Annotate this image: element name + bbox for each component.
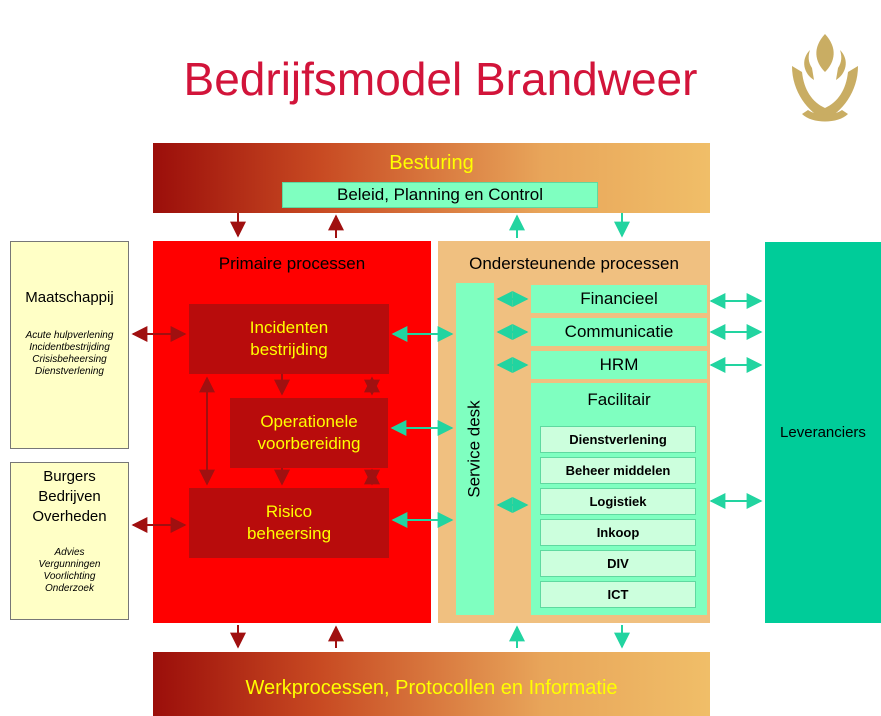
facilitair-item-beheer-middelen: Beheer middelen xyxy=(540,457,696,484)
overheden-name: Overheden xyxy=(32,508,107,525)
hrm-box: HRM xyxy=(531,351,707,379)
risico-line2: beheersing xyxy=(246,524,332,543)
risico-beheersing-box: Risico beheersing xyxy=(189,488,389,558)
werkprocessen-label: Werkprocessen, Protocollen en Informatie xyxy=(245,677,618,699)
facilitair-item-div: DIV xyxy=(540,550,696,577)
operationele-line2: voorbereiding xyxy=(257,434,361,453)
incidenten-line1: Incidenten xyxy=(249,318,329,337)
burgers-item: Voorlichting xyxy=(43,571,96,582)
beleid-planning-control: Beleid, Planning en Control xyxy=(282,182,598,208)
burgers-item: Onderzoek xyxy=(45,583,94,594)
incidenten-line2: bestrijding xyxy=(250,340,328,359)
burgers-box: Burgers Bedrijven Overheden Advies Vergu… xyxy=(10,462,129,620)
bedrijven-name: Bedrijven xyxy=(38,488,101,505)
page-title: Bedrijfsmodel Brandweer xyxy=(183,53,698,105)
service-desk-box xyxy=(456,283,494,615)
facilitair-item-ict: ICT xyxy=(540,581,696,608)
leveranciers-label: Leveranciers xyxy=(780,424,866,441)
facilitair-item-dienstverlening: Dienstverlening xyxy=(540,426,696,453)
besturing-title: Besturing xyxy=(389,152,474,174)
burgers-item: Advies xyxy=(54,547,85,558)
maatschappij-item: Incidentbestrijding xyxy=(29,342,110,353)
operationele-line1: Operationele xyxy=(260,412,358,431)
risico-line1: Risico xyxy=(265,502,313,521)
burgers-name: Burgers xyxy=(43,468,96,485)
facilitair-item-inkoop: Inkoop xyxy=(540,519,696,546)
burgers-item: Vergunningen xyxy=(38,559,101,570)
primaire-processen-title: Primaire processen xyxy=(218,254,366,273)
leveranciers-box: Leveranciers xyxy=(765,242,881,623)
facilitair-item-logistiek: Logistiek xyxy=(540,488,696,515)
maatschappij-item: Crisisbeheersing xyxy=(32,354,107,365)
communicatie-box: Communicatie xyxy=(531,318,707,346)
werkprocessen-band xyxy=(153,652,710,716)
ondersteunende-processen-title: Ondersteunende processen xyxy=(469,254,679,273)
maatschappij-name: Maatschappij xyxy=(25,289,114,306)
financieel-box: Financieel xyxy=(531,285,707,313)
maatschappij-item: Dienstverlening xyxy=(35,366,104,377)
incidenten-bestrijding-box: Incidenten bestrijding xyxy=(189,304,389,374)
maatschappij-item: Acute hulpverlening xyxy=(25,330,114,341)
operationele-voorbereiding-box: Operationele voorbereiding xyxy=(230,398,388,468)
facilitair-title: Facilitair xyxy=(587,390,651,409)
brandweer-flame-logo-icon xyxy=(792,34,858,122)
maatschappij-box: Maatschappij Acute hulpverlening Inciden… xyxy=(10,241,129,449)
